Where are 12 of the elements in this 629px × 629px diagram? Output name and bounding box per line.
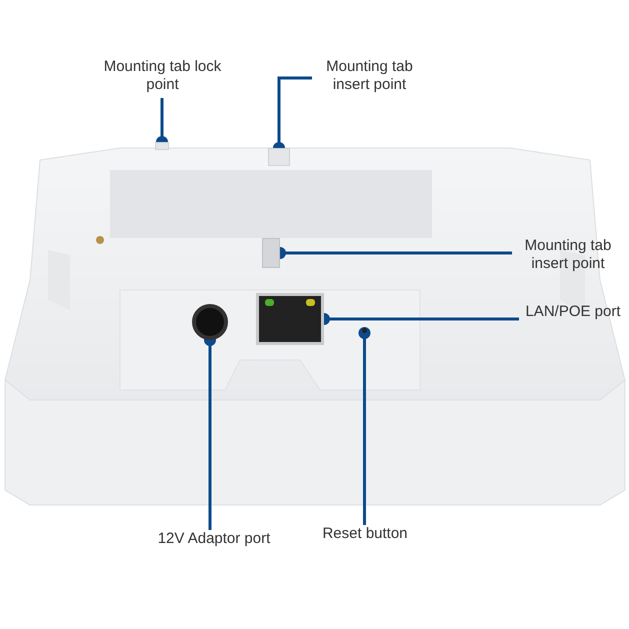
mounting-tab-lock [155,142,169,150]
leader-line [358,327,370,525]
callout-label: 12V Adaptor port [150,530,278,570]
mounting-tab [268,148,290,166]
callout-label: LAN/POE port [519,303,627,321]
callout-label: Reset button [310,525,420,543]
mounting-tab-slot [262,238,280,268]
callout-label: Mounting tab insert point [312,58,427,98]
callout-label: Mounting tab lock point [100,58,225,98]
callout-label: Mounting tab insert point [512,237,624,277]
reset-hole [362,328,367,333]
ethernet-port [256,293,324,345]
